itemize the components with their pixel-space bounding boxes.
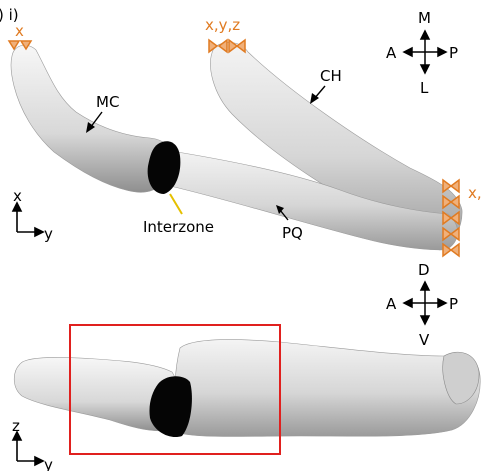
compass-bottom	[404, 282, 446, 324]
compass-bottom-p: P	[449, 295, 458, 313]
pq-label: PQ	[282, 224, 303, 242]
xyz-marker-label: x,y,z	[205, 16, 240, 34]
axes-top	[13, 203, 43, 236]
compass-bottom-v: V	[419, 331, 430, 349]
ch-label: CH	[320, 67, 342, 85]
interzone-label: Interzone	[143, 218, 214, 236]
compass-top-l: L	[420, 79, 429, 97]
x-marker-label: x	[15, 22, 24, 40]
x-right-marker-label: x,	[468, 184, 482, 202]
mc-label: MC	[96, 93, 119, 111]
axes-bottom-y: y	[44, 456, 53, 471]
compass-top-m: M	[418, 9, 431, 27]
axes-top-y: y	[44, 225, 53, 243]
compass-bottom-a: A	[386, 295, 397, 313]
axes-top-x: x	[13, 187, 22, 205]
interzone-pointer	[170, 194, 182, 214]
compass-top-p: P	[449, 44, 458, 62]
axes-bottom-z: z	[12, 417, 20, 435]
lateral-bone-right	[175, 340, 480, 437]
compass-top	[404, 31, 446, 73]
axes-bottom	[13, 432, 43, 465]
compass-bottom-d: D	[418, 261, 430, 279]
compass-top-a: A	[386, 44, 397, 62]
